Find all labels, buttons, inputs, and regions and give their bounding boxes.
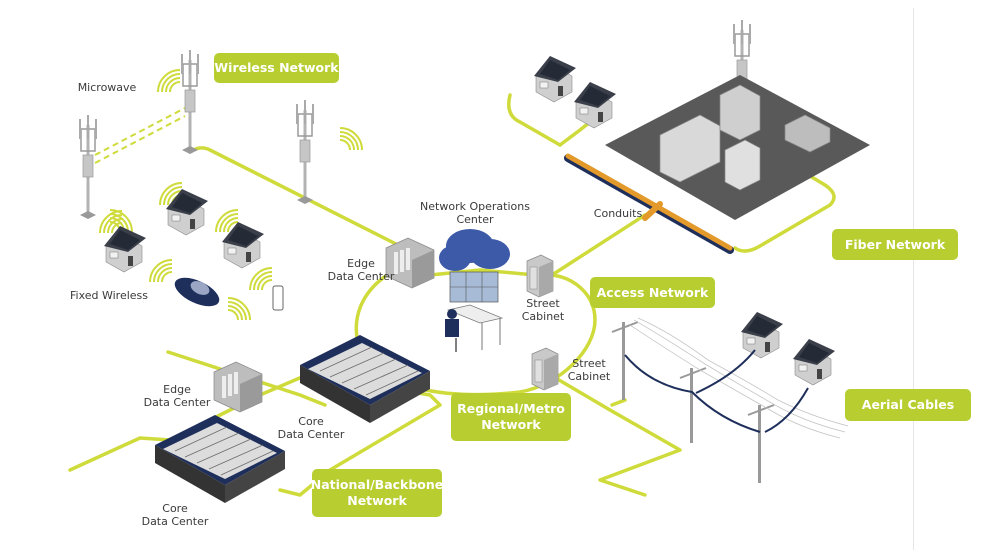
house-icon [792, 338, 836, 386]
house-icon [740, 311, 784, 359]
label-street-cabinet-bottom: Street Cabinet [567, 357, 611, 383]
label-edge-data-center-bottom: Edge Data Center [143, 383, 211, 409]
city-block-icon [605, 75, 870, 220]
cell-tower-icon [79, 114, 97, 220]
cloud-icon [439, 229, 510, 271]
signal-waves-icon [157, 69, 181, 93]
microwave-links [94, 107, 186, 164]
label-core-data-center-left: Core Data Center [141, 502, 209, 528]
utility-pole-icon [611, 321, 775, 483]
label-street-cabinet-top: Street Cabinet [521, 297, 565, 323]
tag-wireless-network: Wireless Network [214, 53, 339, 83]
car-icon [174, 277, 220, 307]
house-icon [103, 225, 147, 273]
label-network-operations-center: Network Operations Center [420, 200, 530, 226]
house-icon [573, 81, 617, 129]
cable-cabinet-conduit [550, 213, 647, 277]
signal-waves-icon [149, 259, 173, 283]
cable-pole-spur [610, 398, 627, 407]
house-icon [533, 55, 577, 103]
cable-house-1 [507, 93, 562, 147]
signal-waves-icon [249, 267, 273, 291]
cable-backbone-a [166, 350, 327, 407]
label-microwave: Microwave [77, 81, 137, 94]
smartphone-icon [272, 285, 284, 311]
edge-data-center-icon [213, 361, 263, 413]
cable-city-loop [733, 168, 836, 253]
street-cabinet-icon [526, 254, 554, 298]
cable-wireless-edge [188, 146, 400, 247]
label-conduits: Conduits [593, 207, 643, 220]
tag-national-backbone-network: National/Backbone Network [311, 469, 443, 517]
tag-fiber-network: Fiber Network [832, 229, 958, 260]
core-data-center-icon [154, 414, 286, 504]
label-fixed-wireless: Fixed Wireless [69, 289, 149, 302]
cell-tower-icon [296, 99, 314, 205]
fiber-cables [68, 93, 836, 497]
cable-noc-link [428, 268, 537, 277]
conduit [564, 153, 734, 254]
cable-backbone-d [278, 388, 442, 497]
tag-aerial-cables: Aerial Cables [845, 389, 971, 421]
tag-access-network: Access Network [590, 277, 715, 308]
cable-access-pole [540, 368, 682, 497]
core-data-center-icon [299, 334, 431, 424]
aerial-wires [629, 317, 849, 439]
cell-tower-icon [181, 49, 199, 155]
signal-waves-icon [227, 297, 251, 321]
operator-workstation-icon [445, 271, 504, 352]
signal-waves-icon [339, 127, 363, 151]
page-divider [913, 8, 914, 550]
tag-regional-metro-network: Regional/Metro Network [451, 393, 571, 441]
aerial-cables [624, 349, 809, 433]
street-cabinet-icon [531, 347, 559, 391]
label-core-data-center-right: Core Data Center [277, 415, 345, 441]
cable-house-2 [558, 120, 592, 147]
label-edge-data-center-top: Edge Data Center [327, 257, 395, 283]
